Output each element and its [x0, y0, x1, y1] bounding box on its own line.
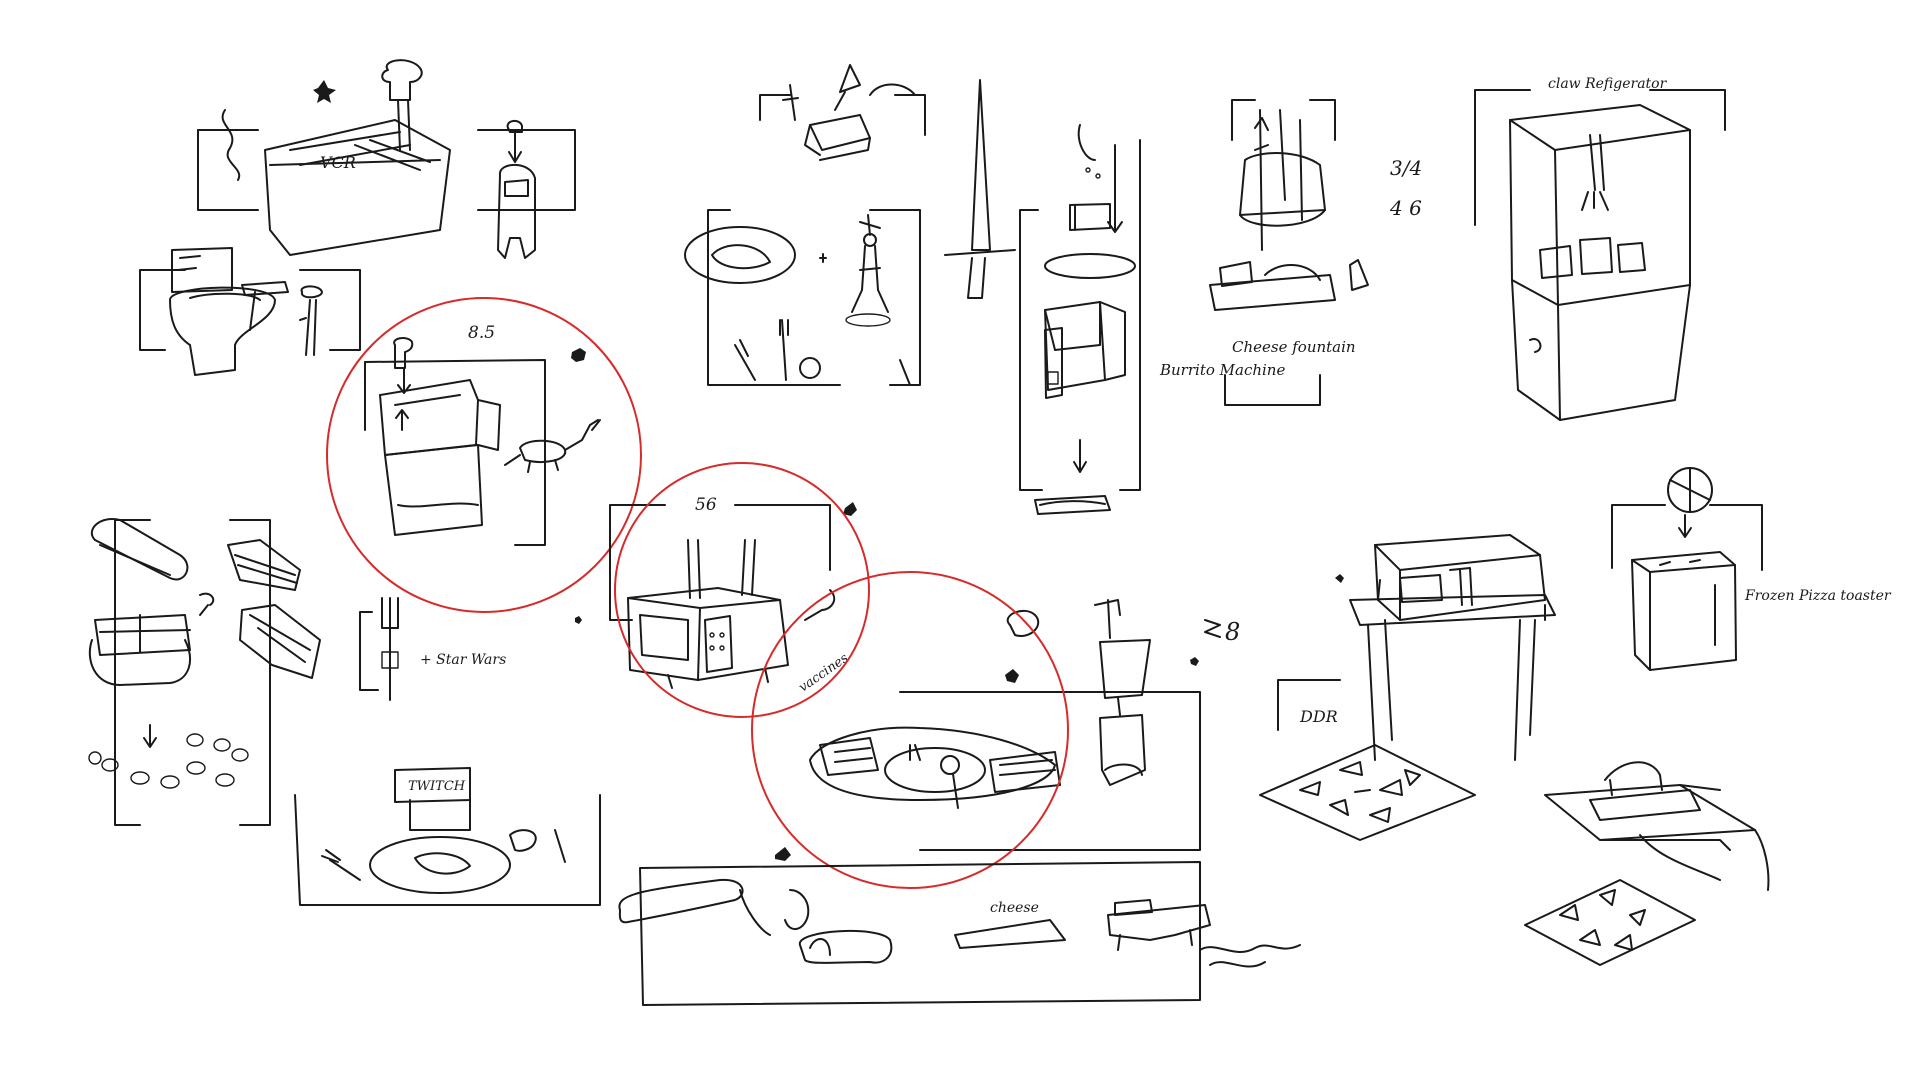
star-wars-label: + Star Wars [420, 652, 506, 668]
among-us-toaster-sketch [497, 120, 536, 259]
mealplate-controller-sketch: 8 [809, 599, 1240, 851]
microwave-5g-sketch: 56 vaccines [575, 495, 857, 695]
star-wars-fork-sketch: + Star Wars [359, 597, 506, 701]
cheese-fountain-label: Cheese fountain [1232, 338, 1356, 356]
toilet-sketch [139, 247, 361, 376]
ddr-pad-small-sketch [1524, 879, 1696, 966]
ddr-label: DDR [1299, 707, 1338, 726]
ddr-mat-sketch: DDR [1259, 679, 1476, 841]
toaster-terrarium-sketch: 8.5 [364, 323, 601, 546]
cheese-fountain-sketch: Cheese fountain 3/4 4 6 [1209, 99, 1422, 406]
cheese-label: cheese [990, 900, 1039, 916]
score-microwave-5g: 56 [695, 495, 717, 515]
claw-refrigerator-sketch: claw Refigerator [1474, 76, 1726, 421]
highlight-circle-mealplate-controller [751, 571, 1069, 889]
highlight-circle-microwave-5g [614, 462, 870, 718]
cabinet-table-sketch [1335, 534, 1556, 761]
score-toaster-terrarium: 8.5 [468, 323, 495, 343]
vaccines-label: vaccines [796, 651, 851, 696]
claw-refrigerator-label: claw Refigerator [1548, 76, 1668, 92]
vcr-label: VCR [320, 153, 356, 172]
frozen-pizza-toaster-label: Frozen Pizza toaster [1744, 588, 1892, 604]
knife-plate-sketch [759, 64, 926, 161]
score-mealplate-controller: 8 [1225, 618, 1240, 646]
vcr-toaster-sketch: VCR [197, 59, 576, 256]
highlight-circle-toaster-terrarium [326, 297, 642, 613]
bread-slicer-sketch [88, 518, 321, 826]
plate-cutlery-sketch [684, 209, 921, 386]
hotdog-cheese-sketch: cheese [618, 847, 1301, 1006]
sink-faucet-sketch [1544, 761, 1770, 891]
sword-sketch [944, 79, 1016, 299]
twitch-plate-sketch: TWITCH [294, 767, 601, 906]
burrito-machine-label: Burrito Machine [1159, 361, 1285, 379]
score-3-4: 3/4 [1390, 156, 1422, 180]
frozen-pizza-toaster-sketch: Frozen Pizza toaster [1611, 467, 1892, 671]
burrito-machine-sketch: Burrito Machine [1019, 124, 1285, 515]
score-4-6: 4 6 [1389, 196, 1422, 220]
potato-slices [88, 733, 249, 789]
twitch-label: TWITCH [408, 779, 466, 794]
